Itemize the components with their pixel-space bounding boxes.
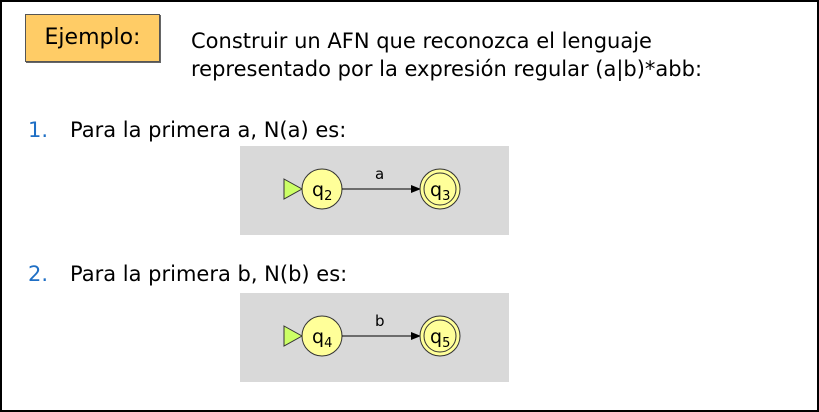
step-text: Para la primera b, N(b) es: <box>70 262 348 286</box>
state-final-label: q5 <box>430 326 450 351</box>
automaton-diagram-2: q4 b q5 <box>240 293 509 382</box>
start-arrow-icon <box>283 325 304 347</box>
intro-line-2: representado por la expresión regular (a… <box>191 57 703 81</box>
state-final <box>419 168 461 210</box>
step-number: 2. <box>28 262 49 286</box>
example-label: Ejemplo: <box>25 14 160 62</box>
state-start-label: q2 <box>312 179 332 204</box>
step-number: 1. <box>28 118 49 142</box>
transition-label: a <box>375 165 384 183</box>
automaton-diagram-1: q2 a q3 <box>240 146 509 235</box>
final-state-ring <box>423 172 457 206</box>
step-text: Para la primera a, N(a) es: <box>70 118 347 142</box>
step-1: 1. Para la primera a, N(a) es: <box>28 118 346 142</box>
state-final-label: q3 <box>430 179 450 204</box>
intro-text: Construir un AFN que reconozca el lengua… <box>191 27 702 83</box>
intro-line-1: Construir un AFN que reconozca el lengua… <box>191 29 652 53</box>
transition-label: b <box>375 312 385 330</box>
final-state-ring <box>423 319 457 353</box>
step-2: 2. Para la primera b, N(b) es: <box>28 262 347 286</box>
state-final <box>419 315 461 357</box>
start-arrow-icon <box>283 178 304 200</box>
state-start-label: q4 <box>312 326 332 351</box>
